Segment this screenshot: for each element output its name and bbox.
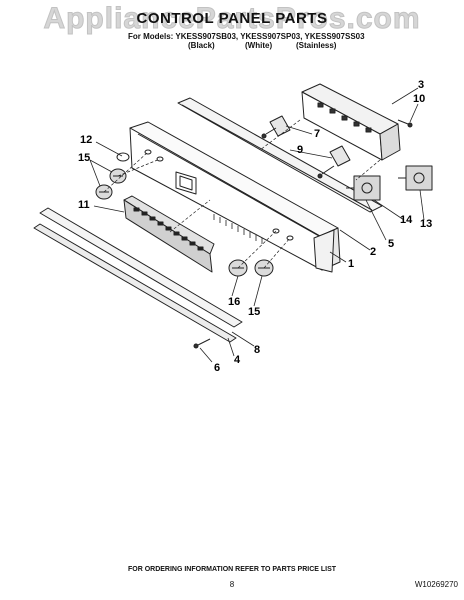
- callout-10: 10: [413, 93, 426, 105]
- callout-11: 11: [78, 199, 90, 211]
- callout-14: 14: [400, 214, 413, 226]
- callout-4: 4: [234, 354, 241, 366]
- touch-control-panel: [123, 195, 215, 273]
- callout-2: 2: [370, 246, 377, 258]
- callout-15-left: 15: [78, 152, 91, 164]
- control-console: [129, 121, 341, 273]
- finish-white: (White): [245, 41, 273, 50]
- callout-16: 16: [228, 296, 241, 308]
- callout-13: 13: [420, 218, 433, 230]
- finish-black: (Black): [188, 41, 215, 50]
- ordering-note: FOR ORDERING INFORMATION REFER TO PARTS …: [127, 566, 337, 573]
- callout-8: 8: [254, 344, 261, 356]
- callout-5: 5: [388, 238, 395, 250]
- top-trim-strip: [177, 97, 383, 213]
- callout-3: 3: [418, 79, 425, 91]
- document-number: W10269270: [414, 580, 458, 589]
- callout-12: 12: [80, 134, 93, 146]
- infinite-switch-14: [346, 175, 381, 201]
- callout-1: 1: [348, 258, 355, 270]
- screw-6: [193, 338, 211, 349]
- control-board: [301, 83, 401, 161]
- infinite-switch-13: [398, 165, 433, 191]
- callout-9: 9: [297, 144, 304, 156]
- lower-trim-strip: [33, 207, 243, 343]
- page-number: 8: [229, 580, 235, 589]
- callout-7: 7: [314, 128, 321, 140]
- knob-12: [116, 152, 130, 162]
- page-title: CONTROL PANEL PARTS: [136, 10, 328, 27]
- watermark-logo: AppliancePartsPros.com: [43, 2, 421, 36]
- callout-15-right: 15: [248, 306, 261, 318]
- models-line: For Models: YKESS907SB03, YKESS907SP03, …: [128, 32, 365, 41]
- bracket-7: [261, 115, 351, 179]
- finish-stainless: (Stainless): [296, 41, 337, 50]
- screw-10: [397, 119, 413, 128]
- callout-6: 6: [214, 362, 221, 374]
